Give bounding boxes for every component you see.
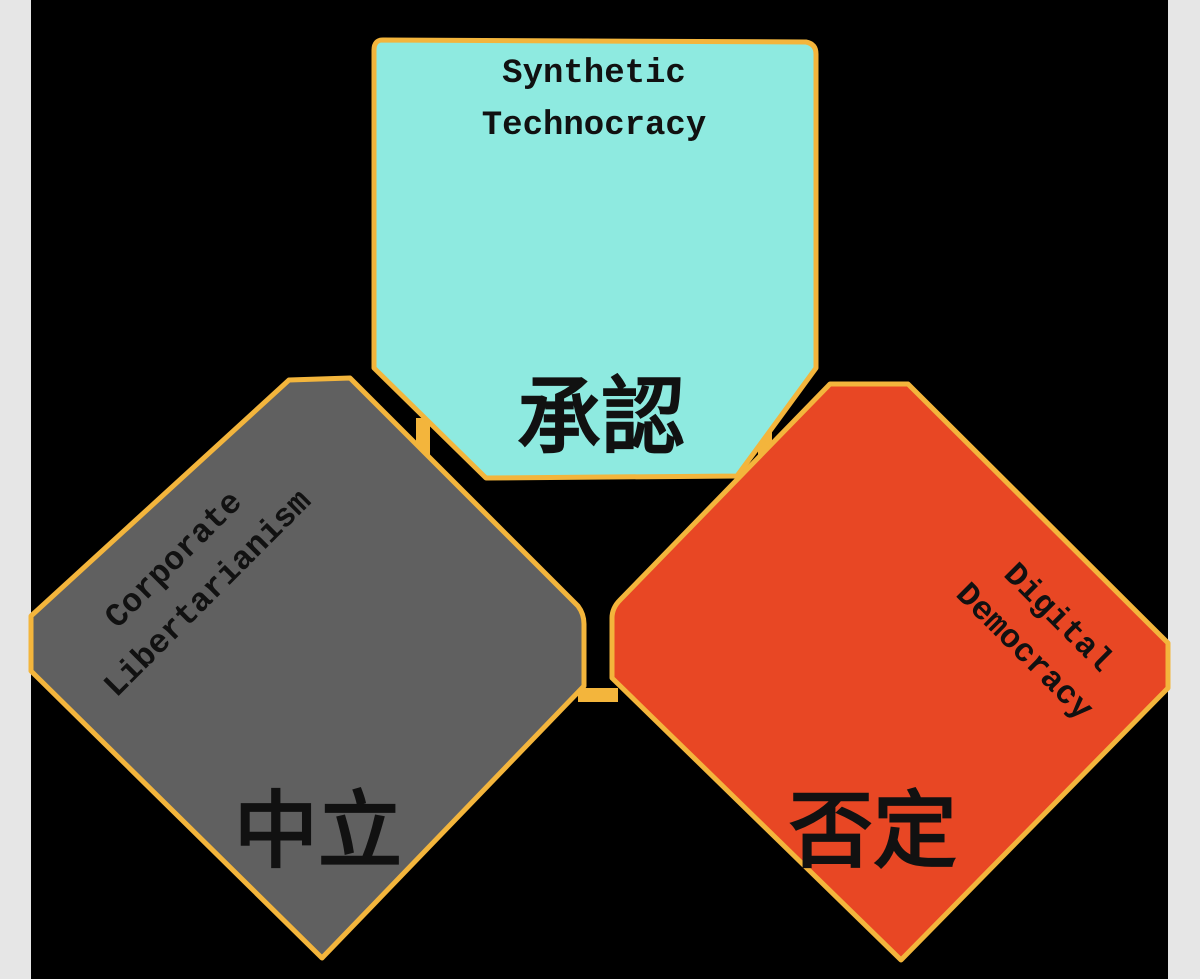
node-top-kanji: 承認 [517,367,685,466]
node-right-shape [609,381,1171,963]
node-top-shape [371,37,819,481]
node-synthetic-technocracy: Synthetic Technocracy 承認 [371,37,819,481]
node-digital-democracy: Digital Democracy 否定 [609,381,1171,963]
node-top-label-line1: Synthetic [502,55,686,93]
node-left-shape [28,375,587,961]
node-corporate-libertarianism: Corporate Libertarianism 中立 [28,375,587,961]
node-top-label-line2: Technocracy [482,107,706,145]
node-left-kanji: 中立 [234,781,402,880]
connector-left-right [578,688,618,702]
node-right-kanji: 否定 [789,781,957,880]
